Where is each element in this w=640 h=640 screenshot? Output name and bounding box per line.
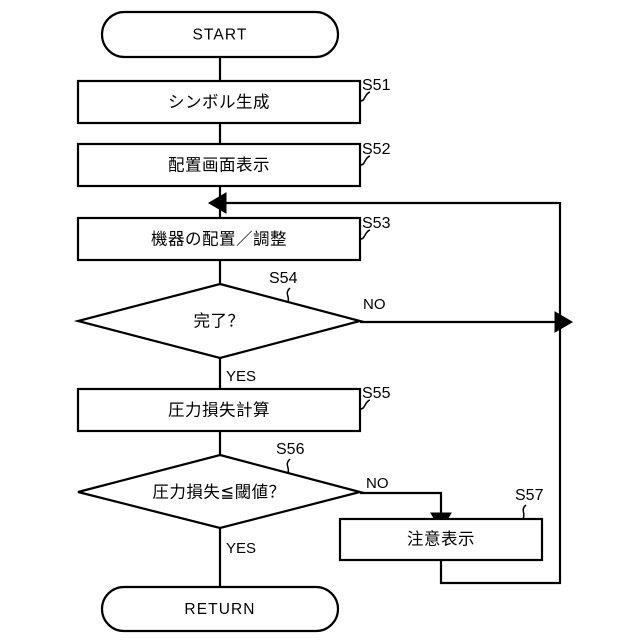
s55-tag: S55 bbox=[362, 385, 391, 402]
s56-yes-label: YES bbox=[226, 540, 256, 557]
callout-s56: S56 bbox=[276, 441, 305, 474]
start-label: START bbox=[193, 27, 248, 44]
callout-s55: S55 bbox=[359, 385, 391, 410]
node-s56[interactable]: 圧力損失≦閾値？ bbox=[77, 453, 365, 530]
start-terminator-shape bbox=[100, 10, 340, 59]
callout-s52: S52 bbox=[359, 141, 391, 166]
callout-s51: S51 bbox=[359, 77, 391, 102]
s52-callout-curve bbox=[359, 155, 371, 166]
s57-callout-curve bbox=[522, 504, 527, 520]
s56-no-label: NO bbox=[366, 475, 389, 492]
s53-tag: S53 bbox=[362, 215, 391, 232]
s51-tag: S51 bbox=[362, 77, 391, 94]
s54-label: 完了？ bbox=[194, 312, 245, 331]
s54-callout-curve bbox=[286, 287, 291, 303]
s55-label: 圧力損失計算 bbox=[168, 401, 270, 420]
node-s52[interactable]: 配置画面表示 bbox=[76, 142, 362, 188]
s51-callout-curve bbox=[359, 91, 371, 102]
s57-tag: S57 bbox=[515, 487, 544, 504]
node-s57[interactable]: 注意表示 bbox=[338, 517, 544, 562]
s53-label: 機器の配置／調整 bbox=[151, 230, 287, 249]
s53-callout-curve bbox=[359, 229, 371, 240]
s51-label: シンボル生成 bbox=[168, 93, 270, 112]
s54-decision-shape bbox=[73, 282, 365, 360]
node-s54[interactable]: 完了？ bbox=[73, 282, 365, 360]
s55-callout-curve bbox=[359, 399, 371, 410]
s52-tag: S52 bbox=[362, 141, 391, 158]
s56-decision-shape bbox=[77, 453, 365, 530]
return-label: RETURN bbox=[184, 601, 255, 618]
s57-process-shape bbox=[338, 517, 544, 562]
return-terminator-shape bbox=[100, 585, 340, 633]
s56-label: 圧力損失≦閾値？ bbox=[152, 483, 285, 502]
s54-yes-label: YES bbox=[226, 368, 256, 385]
callout-s54: S54 bbox=[269, 270, 298, 303]
s52-label: 配置画面表示 bbox=[168, 156, 270, 175]
node-s53[interactable]: 機器の配置／調整 bbox=[76, 216, 362, 262]
node-start[interactable]: START bbox=[100, 10, 340, 59]
connector-s57-to-loop bbox=[439, 560, 561, 585]
s53-process-shape bbox=[76, 216, 362, 262]
s56-tag: S56 bbox=[276, 441, 305, 458]
s57-label: 注意表示 bbox=[407, 530, 475, 549]
s56-callout-curve bbox=[286, 458, 291, 474]
connector-s56-no-to-s57 bbox=[360, 491, 452, 532]
s54-tag: S54 bbox=[269, 270, 298, 287]
s51-process-shape bbox=[76, 79, 362, 125]
callout-s57: S57 bbox=[515, 487, 544, 520]
callout-s53: S53 bbox=[359, 215, 391, 240]
s55-process-shape bbox=[76, 387, 362, 433]
node-s55[interactable]: 圧力損失計算 bbox=[76, 387, 362, 433]
node-return[interactable]: RETURN bbox=[100, 585, 340, 633]
node-s51[interactable]: シンボル生成 bbox=[76, 79, 362, 125]
s54-no-label: NO bbox=[363, 296, 386, 313]
